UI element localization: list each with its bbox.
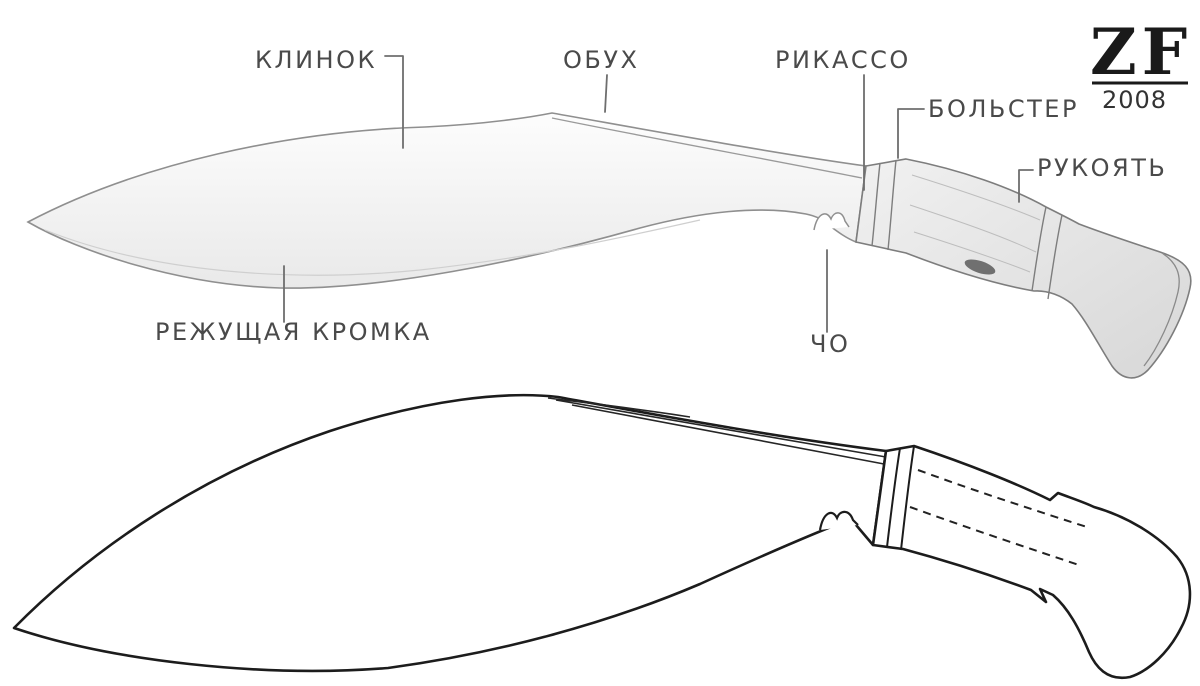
- leader-bolster: [897, 108, 925, 159]
- label-handle: РУКОЯТЬ: [1037, 154, 1167, 182]
- signature-initials: ZF: [1090, 15, 1192, 90]
- annotation-labels: КЛИНОК ОБУХ РИКАССО БОЛЬСТЕР РУКОЯТЬ РЕЖ…: [155, 46, 1167, 358]
- bottom-knife-blade: [12, 393, 888, 673]
- top-knife-edge-bevel-line: [44, 219, 701, 276]
- top-knife-ring-lines: [1031, 206, 1063, 300]
- top-knife-bolster-lines: [871, 159, 897, 251]
- signature-year: 2008: [1102, 86, 1167, 114]
- top-knife-blade: [26, 112, 867, 289]
- top-knife-spine-ridge-line: [551, 117, 863, 179]
- leader-blade: [384, 55, 404, 149]
- label-spine: ОБУХ: [563, 46, 639, 74]
- top-knife-handle-knot: [964, 259, 996, 275]
- label-cutting-edge: РЕЖУЩАЯ КРОМКА: [155, 318, 432, 346]
- top-knife-grain-lines: [909, 174, 1041, 273]
- bottom-knife-handle: [871, 444, 1192, 680]
- top-knife-cho-notch: [813, 212, 850, 231]
- bottom-knife-outline: [12, 393, 1192, 680]
- label-cho: ЧО: [810, 330, 850, 358]
- top-knife-annotated: [26, 112, 1192, 379]
- top-knife-handle: [855, 158, 1192, 379]
- bottom-knife-bolster-lines: [886, 445, 915, 551]
- leader-handle: [1018, 169, 1034, 203]
- label-blade: КЛИНОК: [255, 46, 377, 74]
- bottom-knife-dashed-lines: [909, 469, 1091, 567]
- label-bolster: БОЛЬСТЕР: [928, 95, 1079, 123]
- artist-signature: ZF 2008: [1090, 15, 1192, 114]
- bottom-knife-ridge-lines: [547, 397, 887, 465]
- label-ricasso: РИКАССО: [775, 46, 911, 74]
- leader-spine: [604, 74, 608, 113]
- top-knife-pommel-cap-line: [1143, 252, 1180, 367]
- bottom-knife-cho-notch: [818, 510, 859, 531]
